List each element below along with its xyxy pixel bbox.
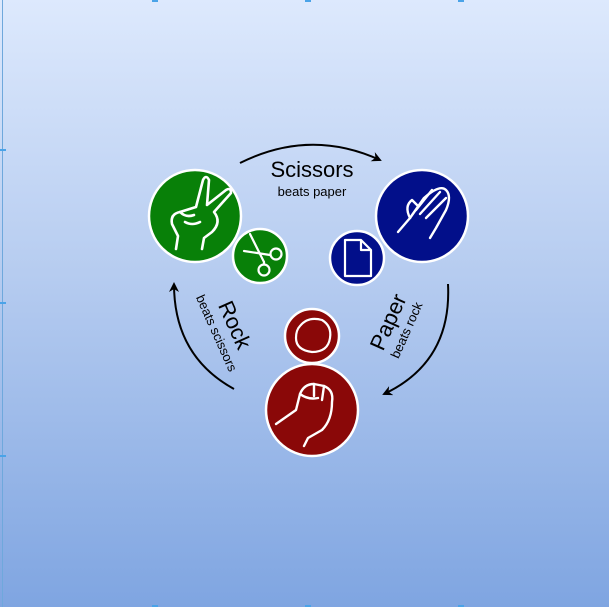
stone-icon [294, 317, 332, 354]
open-hand-icon [396, 187, 451, 240]
rock-object-badge [283, 307, 341, 365]
arrow-paper-to-rock [382, 283, 450, 396]
arrow-scissors-to-paper [239, 143, 382, 164]
scissors-object-badge [231, 227, 289, 285]
scissors-label: Scissors beats paper [270, 157, 353, 199]
arrow-rock-to-scissors [169, 282, 235, 390]
paper-object-badge [328, 229, 386, 287]
victory-hand-icon [170, 175, 233, 251]
scissors-beats-text: beats paper [278, 184, 347, 199]
rock-hand-badge [264, 362, 360, 458]
scissors-icon [242, 232, 283, 277]
document-icon [343, 238, 373, 278]
frame-markers [0, 0, 464, 607]
scissors-hand-badge [147, 168, 243, 264]
paper-label: Paper beats rock [365, 290, 426, 360]
rock-label: Rock beats scissors [193, 292, 257, 374]
fist-icon [274, 382, 334, 448]
scissors-title: Scissors [270, 157, 353, 182]
paper-hand-badge [374, 168, 470, 264]
